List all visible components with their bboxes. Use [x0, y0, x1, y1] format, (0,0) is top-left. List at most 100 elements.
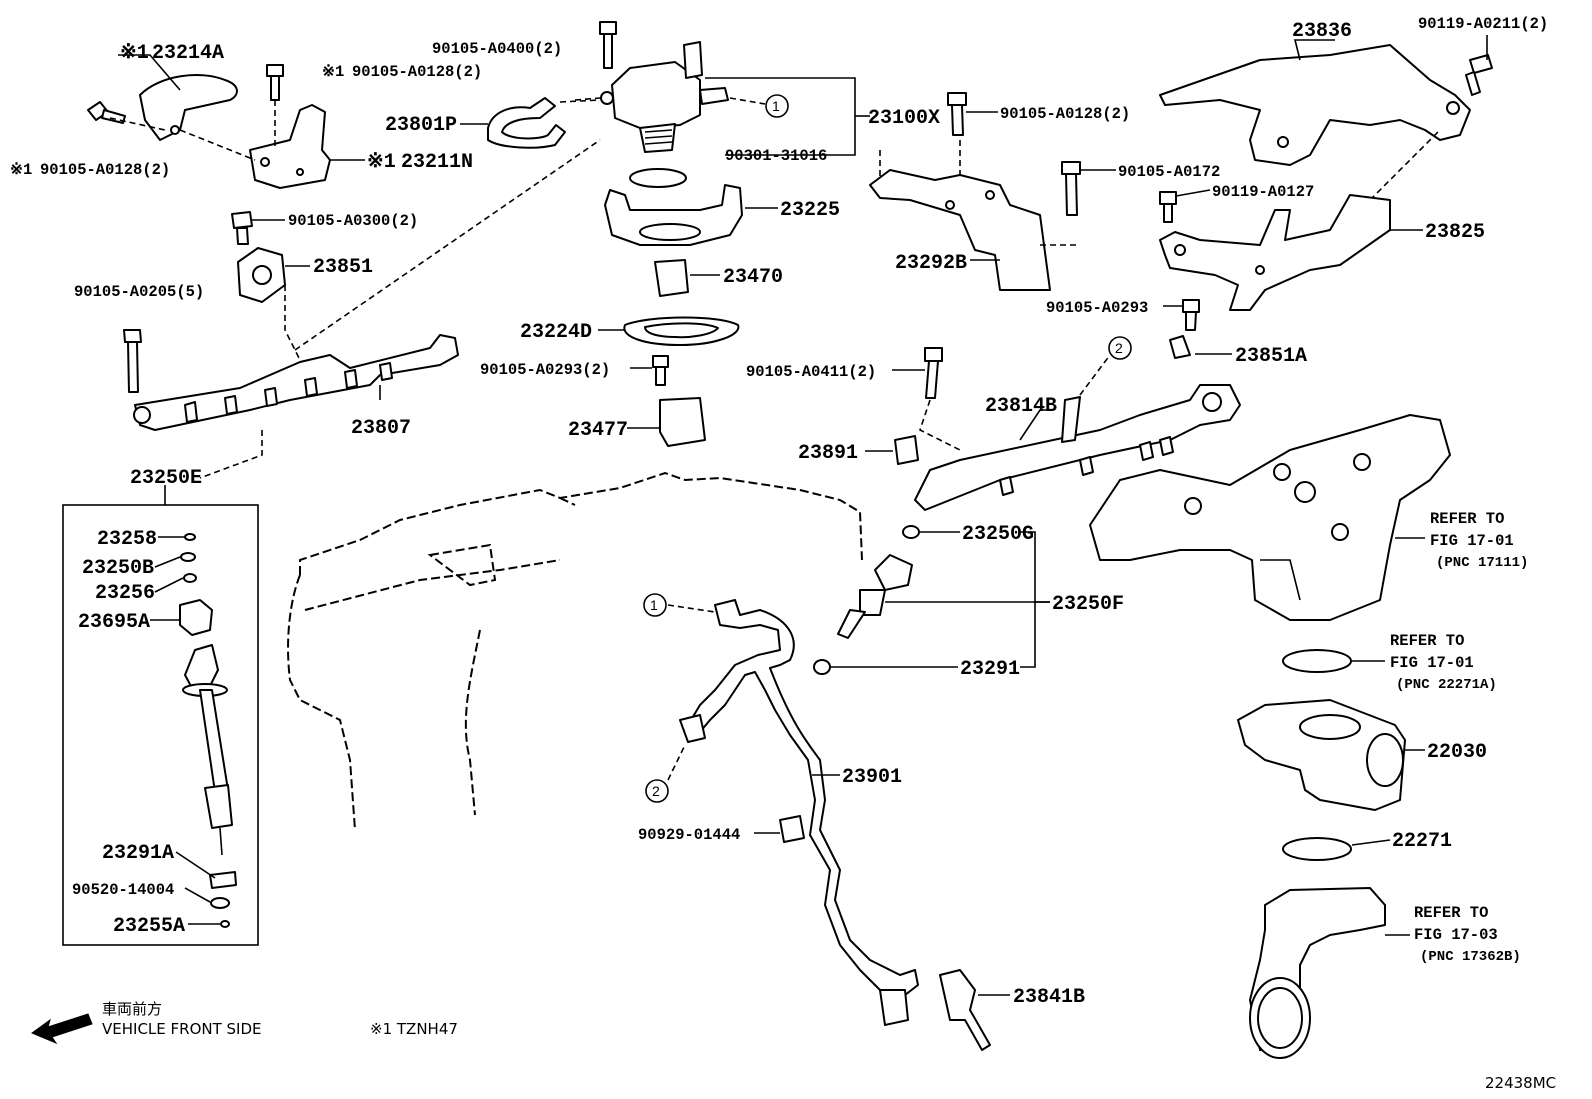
refer-note-17362b: REFER TO FIG 17-03 (PNC 17362B) — [1414, 904, 1521, 965]
callout-circle-1-pump-label: 1 — [772, 98, 780, 114]
bolt-90119-a0211 — [1465, 54, 1493, 96]
label-90105-a0293: 90105-A0293 — [1046, 299, 1148, 317]
bracket-23841b — [939, 969, 991, 1051]
refer-note-17111: REFER TO FIG 17-01 (PNC 17111) — [1430, 510, 1528, 571]
engine-block-outline — [287, 471, 863, 831]
label-23477: 23477 — [568, 419, 628, 442]
pump-bracket-23225 — [604, 184, 743, 246]
label-90105-a0293-2: 90105-A0293(2) — [480, 361, 610, 379]
clip-90929-01444 — [779, 815, 805, 843]
refer-17111-line2: FIG 17-01 — [1430, 532, 1514, 550]
fuel-pipe-23801p — [487, 97, 566, 149]
gasket-23224d — [623, 316, 740, 346]
fuel-pipe-23901 — [679, 599, 919, 1026]
label-90105-a0300: 90105-A0300(2) — [288, 212, 418, 230]
label-22271: 22271 — [1392, 830, 1452, 853]
injector-assembly-left — [179, 533, 237, 928]
label-23695a: 23695A — [78, 611, 150, 634]
label-23836: 23836 — [1292, 20, 1352, 43]
bolt-90105-a0205 — [123, 329, 142, 393]
bracket-23214a — [139, 74, 238, 141]
label-23901: 23901 — [842, 766, 902, 789]
mark-23211n: ※1 — [367, 151, 396, 174]
label-90105-a0128-left: 90105-A0128(2) — [40, 161, 170, 179]
label-90105-a0400: 90105-A0400(2) — [432, 40, 562, 58]
label-90105-a0172: 90105-A0172 — [1118, 163, 1220, 181]
diagram-id: 22438MC — [1485, 1074, 1556, 1092]
label-23470: 23470 — [723, 266, 783, 289]
refer-17362b-line3: (PNC 17362B) — [1420, 949, 1521, 965]
note-tznh47: ※1 TZNH47 — [370, 1020, 458, 1038]
heat-shield-23836 — [1159, 44, 1471, 166]
label-23851: 23851 — [313, 256, 373, 279]
front-direction-legend: 車両前方 VEHICLE FRONT SIDE — [30, 1000, 262, 1045]
vehicle-front-en: VEHICLE FRONT SIDE — [102, 1020, 262, 1038]
label-23291: 23291 — [960, 658, 1020, 681]
bolt-90105-a0293-2 — [652, 355, 669, 386]
callout-circle-2-pipe — [645, 779, 669, 803]
callout-circle-1-pipe-label: 1 — [650, 597, 658, 613]
mark-90105-a0128-left: ※1 — [10, 161, 32, 179]
bolt-90105-a0400 — [599, 21, 617, 69]
label-90520-14004: 90520-14004 — [72, 881, 174, 899]
label-90105-a0411: 90105-A0411(2) — [746, 363, 876, 381]
label-90105-a0205: 90105-A0205(5) — [74, 283, 204, 301]
refer-17362b-line2: FIG 17-03 — [1414, 926, 1498, 944]
fuel-pump-23100x — [600, 41, 729, 153]
label-23224d: 23224D — [520, 321, 592, 344]
label-22030: 22030 — [1427, 741, 1487, 764]
label-23100x: 23100X — [868, 107, 940, 130]
refer-22271a-line2: FIG 17-01 — [1390, 654, 1474, 672]
lifter-23470 — [654, 259, 689, 297]
front-arrow-icon — [30, 1013, 93, 1045]
callout-circle-2-rail-label: 2 — [1115, 340, 1123, 356]
ring-23250g — [902, 525, 920, 539]
vehicle-front-jp: 車両前方 — [102, 1000, 162, 1018]
label-23291a: 23291A — [102, 842, 174, 865]
label-23851a: 23851A — [1235, 345, 1307, 368]
label-23255a: 23255A — [113, 915, 185, 938]
bolt-90105-a0411 — [924, 347, 943, 399]
label-23214a: 23214A — [152, 42, 224, 65]
gasket-22271 — [1282, 837, 1352, 861]
label-23891: 23891 — [798, 442, 858, 465]
bracket-23211n — [249, 104, 331, 189]
label-90105-a0128-top: 90105-A0128(2) — [352, 63, 482, 81]
refer-22271a-line3: (PNC 22271A) — [1396, 677, 1497, 693]
exhaust-manifold — [1089, 414, 1451, 621]
bolt-90119-a0127 — [1159, 191, 1177, 223]
label-90119-a0211: 90119-A0211(2) — [1418, 15, 1548, 33]
label-23801p: 23801P — [385, 114, 457, 137]
refer-22271a-line1: REFER TO — [1390, 632, 1464, 650]
bolt-90105-a0172 — [1061, 161, 1081, 216]
bolt-90105-a0293 — [1182, 299, 1200, 331]
callout-circle-1-pump — [765, 94, 789, 118]
label-23256: 23256 — [95, 582, 155, 605]
cover-23477 — [659, 397, 706, 447]
clip-23851a — [1169, 335, 1191, 359]
label-23258: 23258 — [97, 528, 157, 551]
injector-23250f — [837, 554, 913, 639]
refer-note-22271a: REFER TO FIG 17-01 (PNC 22271A) — [1390, 632, 1497, 693]
fuel-rail-23814b — [914, 384, 1241, 511]
callout-circle-2-rail — [1108, 336, 1132, 360]
bracket-23292b — [869, 169, 1051, 291]
part-labels: ※1 23214A ※1 90105-A0128(2) ※1 90105-A01… — [10, 15, 1548, 1009]
label-23225: 23225 — [780, 199, 840, 222]
label-23814b: 23814B — [985, 395, 1057, 418]
mark-23214a: ※1 — [120, 42, 149, 65]
cap-23891 — [894, 435, 919, 465]
mark-90105-a0128-top: ※1 — [322, 63, 344, 81]
label-23250g: 23250G — [962, 523, 1034, 546]
refer-17362b-line1: REFER TO — [1414, 904, 1488, 922]
bolt-90105-a0300 — [231, 211, 253, 245]
label-90119-a0127: 90119-A0127 — [1212, 183, 1314, 201]
label-23825: 23825 — [1425, 221, 1485, 244]
label-23292b: 23292B — [895, 252, 967, 275]
label-23211n: 23211N — [401, 151, 473, 174]
label-23841b: 23841B — [1013, 986, 1085, 1009]
label-90929-01444: 90929-01444 — [638, 826, 740, 844]
gasket-23851 — [237, 247, 286, 303]
gasket-22271a — [1282, 649, 1352, 673]
